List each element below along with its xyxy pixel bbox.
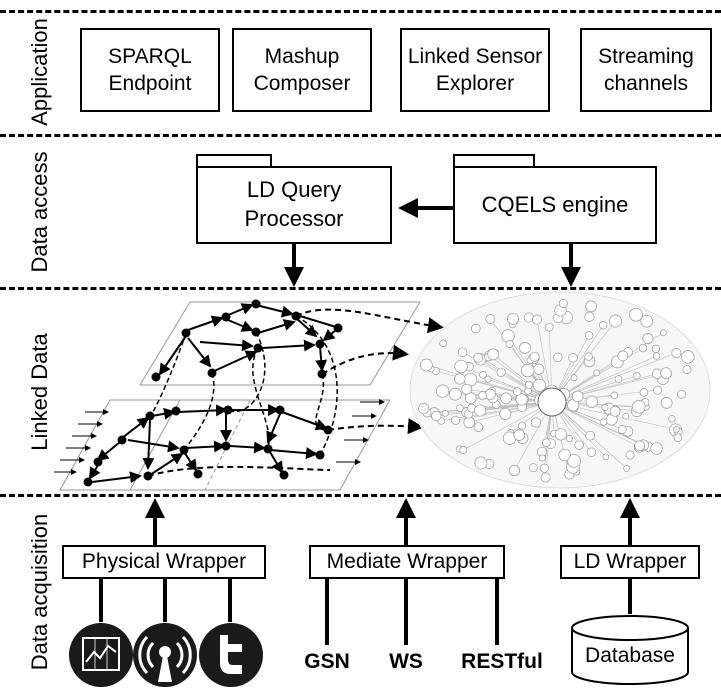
layer-separator — [0, 494, 721, 497]
layer-separator — [0, 10, 721, 13]
layer-separator — [0, 134, 721, 137]
stream-input-arrows — [54, 399, 385, 475]
wireless-tower-icon — [133, 623, 197, 687]
package-tab — [196, 154, 272, 168]
layer-separator — [0, 287, 721, 290]
package-tab — [453, 154, 535, 168]
lower-graph-edges — [88, 404, 328, 484]
database-label: Database — [585, 644, 675, 667]
ld-wrapper-box: LD Wrapper — [560, 545, 700, 579]
chart-icon — [69, 623, 133, 687]
ld-query-processor-box: LD Query Processor — [196, 166, 392, 244]
upper-graph-nodes — [151, 299, 343, 382]
cross-plane-links — [149, 315, 338, 456]
ws-label: WS — [389, 650, 423, 673]
upper-graph-edges — [158, 303, 337, 376]
twitter-icon — [199, 623, 263, 687]
sparql-endpoint-box: SPARQL Endpoint — [80, 28, 220, 112]
database-icon — [571, 615, 689, 685]
source-connectors — [99, 578, 632, 645]
gsn-label: GSN — [304, 650, 350, 673]
restful-label: RESTful — [461, 650, 543, 673]
cqels-engine-box: CQELS engine — [453, 166, 657, 244]
upper-graph-plane — [139, 301, 421, 386]
linked-sensor-explorer-box: Linked Sensor Explorer — [400, 28, 550, 112]
physical-wrapper-box: Physical Wrapper — [62, 545, 266, 579]
linked-data-cloud — [409, 291, 711, 489]
mediate-wrapper-box: Mediate Wrapper — [309, 545, 505, 579]
links-to-cloud — [147, 308, 444, 477]
mashup-composer-box: Mashup Composer — [232, 28, 372, 112]
streaming-channels-box: Streaming channels — [580, 28, 712, 112]
